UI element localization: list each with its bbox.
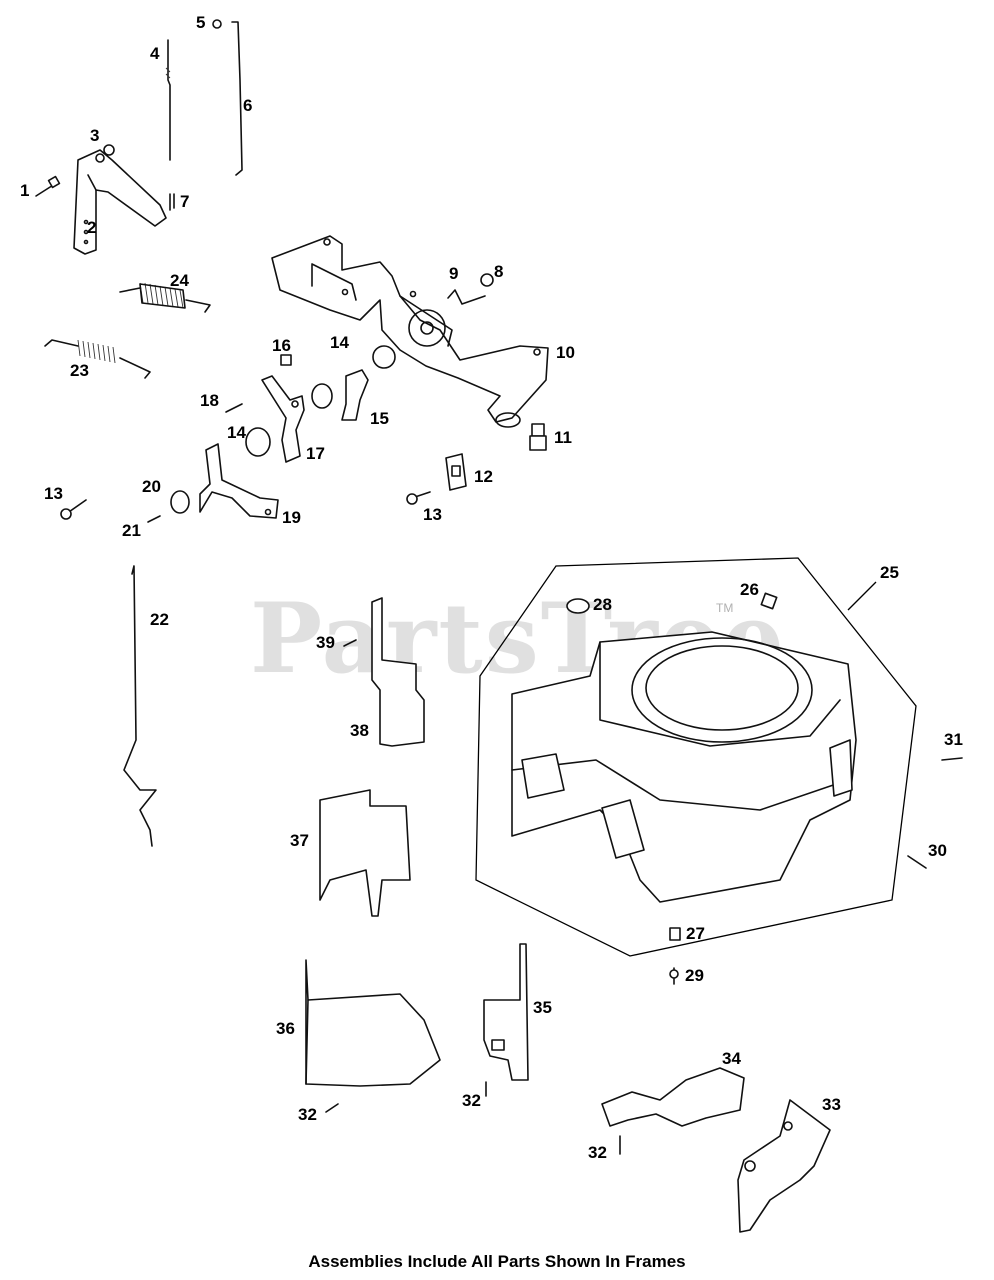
part-clip-7 <box>169 193 175 211</box>
callout-30: 30 <box>928 841 947 860</box>
callout-18: 18 <box>200 391 219 410</box>
part-clamp-12 <box>445 453 467 491</box>
callout-35: 35 <box>533 998 552 1017</box>
callout-26: 26 <box>740 580 759 599</box>
callout-29: 29 <box>685 966 704 985</box>
part-rod-6 <box>231 21 243 176</box>
part-spring-23 <box>44 339 151 379</box>
callout-2: 2 <box>87 218 96 237</box>
callout-10: 10 <box>556 343 575 362</box>
part-baffle-36 <box>305 959 441 1087</box>
leader-line-25 <box>847 581 877 611</box>
callout-1: 1 <box>20 181 29 200</box>
callout-32-middle: 32 <box>462 1091 481 1110</box>
part-lever-17 <box>261 375 305 463</box>
assembly-frame-25 <box>475 557 917 957</box>
part-screw-13-left <box>60 499 87 520</box>
part-screw-18 <box>225 403 243 413</box>
callout-9: 9 <box>449 264 458 283</box>
callout-39: 39 <box>316 633 335 652</box>
callout-32-bottom: 32 <box>588 1143 607 1162</box>
part-screw-29 <box>669 967 679 985</box>
callout-7: 7 <box>180 192 189 211</box>
part-screw-32-left <box>325 1103 339 1113</box>
part-baffle-35 <box>483 943 529 1081</box>
part-nut-3 <box>103 144 115 156</box>
part-nut-27 <box>669 927 681 941</box>
callout-3: 3 <box>90 126 99 145</box>
callout-13-left: 13 <box>44 484 63 503</box>
part-washer-14-upper <box>311 345 396 409</box>
part-baffle-37 <box>319 789 411 917</box>
callout-13-right: 13 <box>423 505 442 524</box>
callout-21: 21 <box>122 521 141 540</box>
callout-14-upper: 14 <box>330 333 349 352</box>
callout-38: 38 <box>350 721 369 740</box>
callout-14-lower: 14 <box>227 423 246 442</box>
callout-4: 4 <box>150 44 160 63</box>
callout-20: 20 <box>142 477 161 496</box>
part-clip-9 <box>447 289 486 305</box>
part-bracket-10 <box>271 235 549 428</box>
watermark-trademark: TM <box>716 601 733 615</box>
callout-8: 8 <box>494 262 503 281</box>
part-screw-21 <box>147 515 161 523</box>
callout-23: 23 <box>70 361 89 380</box>
callout-28: 28 <box>593 595 612 614</box>
part-washer-20 <box>170 490 190 514</box>
part-fitting-11 <box>529 423 547 451</box>
callout-labels: 1 2 3 4 5 6 7 8 9 10 11 12 13 13 14 14 1… <box>20 13 963 1162</box>
callout-15: 15 <box>370 409 389 428</box>
part-bracket-19 <box>199 443 279 519</box>
part-link-rod-4 <box>165 39 171 161</box>
callout-32-left: 32 <box>298 1105 317 1124</box>
callout-19: 19 <box>282 508 301 527</box>
part-washer-14-lower <box>245 427 271 457</box>
part-nut-16 <box>280 354 292 366</box>
callout-24: 24 <box>170 271 189 290</box>
part-rod-22 <box>123 565 157 847</box>
part-screw-31 <box>941 757 963 761</box>
part-plug-28 <box>566 598 590 614</box>
part-nut-5 <box>212 19 222 29</box>
part-clip-26 <box>760 592 778 610</box>
part-screw-1 <box>35 175 61 197</box>
part-bracket-34 <box>601 1067 745 1127</box>
callout-25: 25 <box>880 563 899 582</box>
callout-11: 11 <box>554 428 572 447</box>
part-baffle-38 <box>371 597 425 747</box>
part-throttle-lever <box>73 149 167 255</box>
part-bracket-33 <box>737 1099 831 1233</box>
callout-5: 5 <box>196 13 205 32</box>
frame-assembly-note: Assemblies Include All Parts Shown In Fr… <box>308 1252 686 1271</box>
callout-27: 27 <box>686 924 705 943</box>
callout-36: 36 <box>276 1019 295 1038</box>
callout-22: 22 <box>150 610 169 629</box>
part-screw-39 <box>343 639 357 647</box>
callout-33: 33 <box>822 1095 841 1114</box>
callout-16: 16 <box>272 336 291 355</box>
callout-34: 34 <box>722 1049 741 1068</box>
callout-12: 12 <box>474 467 493 486</box>
part-bracket-15 <box>341 369 369 421</box>
callout-31: 31 <box>944 730 963 749</box>
callout-37: 37 <box>290 831 309 850</box>
part-screw-30 <box>907 855 927 869</box>
part-nut-8 <box>480 273 494 287</box>
part-screw-13-right <box>406 491 431 505</box>
part-blower-housing-25 <box>511 631 857 903</box>
part-spring-24 <box>119 282 211 313</box>
callout-6: 6 <box>243 96 252 115</box>
callout-17: 17 <box>306 444 325 463</box>
